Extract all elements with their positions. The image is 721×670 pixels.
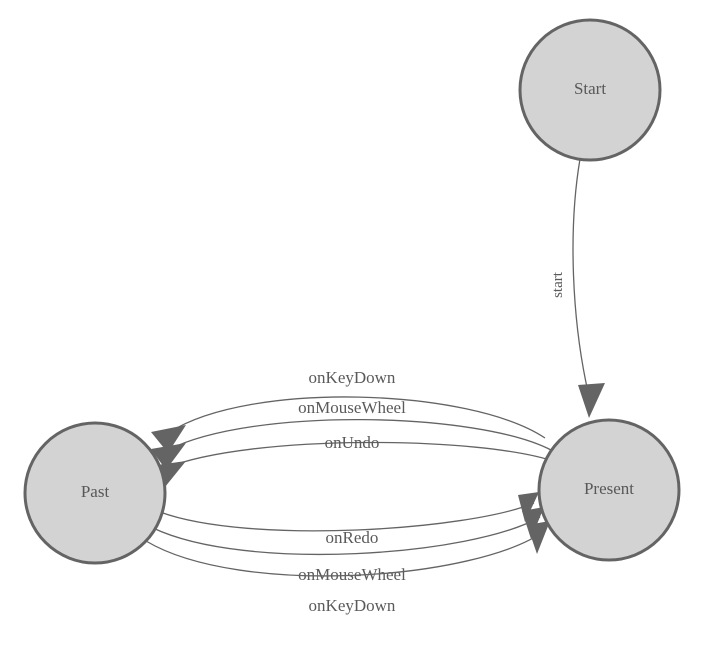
node-past[interactable]: Past — [23, 421, 167, 565]
node-present[interactable]: Present — [537, 418, 681, 562]
arrowhead-past-present-3 — [527, 521, 550, 554]
node-present-circle — [537, 418, 681, 562]
node-present-label: Present — [584, 479, 634, 498]
node-past-label: Past — [81, 482, 110, 501]
node-start[interactable]: Start — [518, 18, 662, 162]
edge-label-present-past-1: onKeyDown — [309, 368, 396, 387]
arrowhead-start-present — [578, 383, 605, 418]
edge-path-present-past-1 — [169, 396, 546, 439]
node-past-circle — [23, 421, 167, 565]
arrowhead-present-past-1 — [151, 425, 186, 453]
edge-past-to-present-onkeydown[interactable]: onKeyDown — [145, 521, 550, 615]
edge-present-to-past-onkeydown[interactable]: onKeyDown — [151, 368, 546, 453]
node-start-label: Start — [574, 79, 606, 98]
arrowhead-past-present-2 — [522, 507, 544, 539]
edge-label-past-present-3: onKeyDown — [309, 596, 396, 615]
edge-past-to-present-onredo[interactable]: onRedo — [159, 492, 539, 547]
edge-path-past-present-2 — [152, 516, 541, 556]
edge-label-present-past-2: onMouseWheel — [298, 398, 406, 417]
arrowhead-present-past-2 — [151, 443, 186, 470]
edge-path-start-present — [572, 158, 589, 393]
edge-path-past-present-3 — [145, 529, 547, 577]
edge-path-present-past-2 — [167, 418, 552, 451]
edge-present-to-past-onmousewheel[interactable]: onMouseWheel — [151, 398, 552, 470]
edge-label-past-present-2: onMouseWheel — [298, 565, 406, 584]
edge-path-present-past-3 — [165, 441, 557, 469]
edge-past-to-present-onmousewheel[interactable]: onMouseWheel — [152, 507, 544, 584]
edge-start-to-present[interactable]: start — [550, 158, 605, 418]
edge-label-start: start — [550, 271, 566, 298]
edge-path-past-present-1 — [159, 502, 535, 532]
node-start-circle — [518, 18, 662, 162]
edge-label-present-past-3: onUndo — [325, 433, 380, 452]
edge-label-past-present-1: onRedo — [326, 528, 379, 547]
edge-present-to-past-onundo[interactable]: onUndo — [150, 433, 557, 487]
